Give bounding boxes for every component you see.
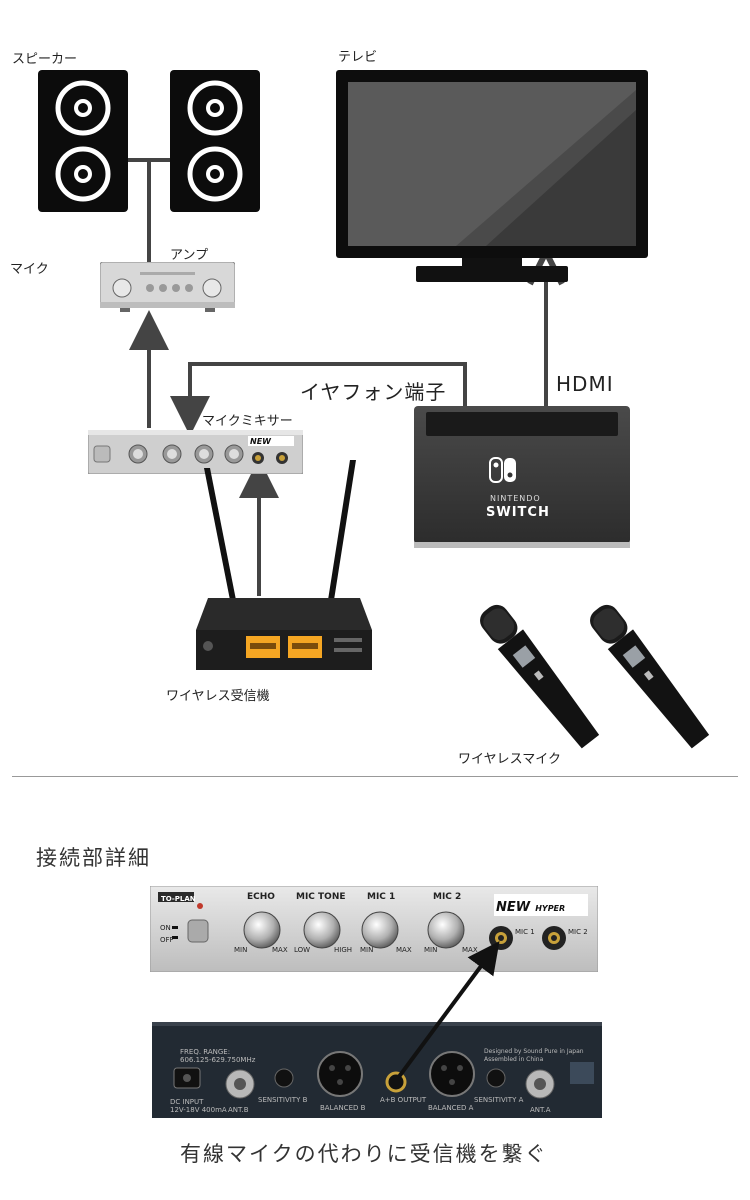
knob-label-mic2: MIC 2 bbox=[433, 892, 462, 902]
speaker-left bbox=[38, 70, 128, 212]
connection-lines bbox=[128, 158, 750, 596]
earphone-label: イヤフォン端子 bbox=[300, 380, 447, 404]
amplifier bbox=[99, 261, 236, 312]
mixer-logo: NEW HYPER bbox=[496, 896, 565, 915]
speaker-label: スピーカー bbox=[12, 52, 78, 67]
mic-label: マイク bbox=[10, 262, 49, 277]
wireless-mic-2 bbox=[572, 598, 732, 758]
amp-label: アンプ bbox=[170, 248, 209, 263]
recv-ant-b: ANT.B bbox=[228, 1106, 249, 1114]
television bbox=[336, 70, 648, 286]
recv-ant-a: ANT.A bbox=[530, 1106, 551, 1114]
tone-low-label: LOW bbox=[294, 946, 311, 954]
speaker-right bbox=[170, 70, 260, 212]
recv-dc-value: 12V-18V 400mA bbox=[170, 1106, 227, 1114]
svg-text:NEW: NEW bbox=[250, 437, 272, 446]
recv-freq: FREQ. RANGE: bbox=[180, 1048, 231, 1056]
switch-brand-bottom: SWITCH bbox=[486, 505, 550, 520]
switch-dock bbox=[414, 406, 630, 548]
mic1-max-label: MAX bbox=[396, 946, 412, 954]
tv-label: テレビ bbox=[338, 50, 378, 65]
wireless-mic-1 bbox=[462, 598, 622, 758]
mixer-label: マイクミキサー bbox=[202, 414, 293, 429]
echo-min-label: MIN bbox=[234, 946, 248, 954]
recv-bal-b: BALANCED B bbox=[320, 1104, 366, 1112]
mixer-logo-sub: HYPER bbox=[535, 904, 566, 913]
recv-output: A+B OUTPUT bbox=[380, 1096, 427, 1104]
wireless-receiver-small bbox=[194, 458, 374, 673]
mic-mixer-small: NEW bbox=[87, 429, 304, 475]
section-divider bbox=[12, 776, 738, 777]
jack1-label: MIC 1 bbox=[515, 928, 535, 936]
receiver-label: ワイヤレス受信機 bbox=[166, 689, 270, 704]
hdmi-label: HDMI bbox=[556, 372, 614, 396]
switch-brand-top: NINTENDO bbox=[490, 494, 541, 503]
recv-sens-b: SENSITIVITY B bbox=[258, 1096, 308, 1104]
recv-bal-a: BALANCED A bbox=[428, 1104, 474, 1112]
mixer-logo-main: NEW bbox=[496, 900, 531, 915]
knob-label-mic1: MIC 1 bbox=[367, 892, 396, 902]
recv-assembled: Assembled in China bbox=[484, 1056, 544, 1063]
mixer-on-label: ON bbox=[160, 924, 171, 932]
mixer-brand: TO-PLAN bbox=[161, 895, 196, 903]
knob-label-mic-tone: MIC TONE bbox=[296, 892, 346, 902]
knob-label-echo: ECHO bbox=[247, 892, 275, 902]
recv-freq-value: 606.125-629.750MHz bbox=[180, 1056, 256, 1064]
echo-max-label: MAX bbox=[272, 946, 288, 954]
recv-designed: Designed by Sound Pure in Japan bbox=[484, 1048, 584, 1055]
mixer-off-label: OFF bbox=[160, 936, 174, 944]
recv-sens-a: SENSITIVITY A bbox=[474, 1096, 524, 1104]
receiver-back-detail bbox=[152, 1022, 602, 1118]
wireless-mic-label: ワイヤレスマイク bbox=[458, 752, 561, 767]
mic2-min-label: MIN bbox=[424, 946, 438, 954]
jack2-label: MIC 2 bbox=[568, 928, 588, 936]
tone-high-label: HIGH bbox=[334, 946, 353, 954]
recv-dc: DC INPUT bbox=[170, 1098, 204, 1106]
mic1-min-label: MIN bbox=[360, 946, 374, 954]
detail-title: 接続部詳細 bbox=[36, 846, 151, 870]
detail-caption: 有線マイクの代わりに受信機を繋ぐ bbox=[180, 1142, 548, 1166]
